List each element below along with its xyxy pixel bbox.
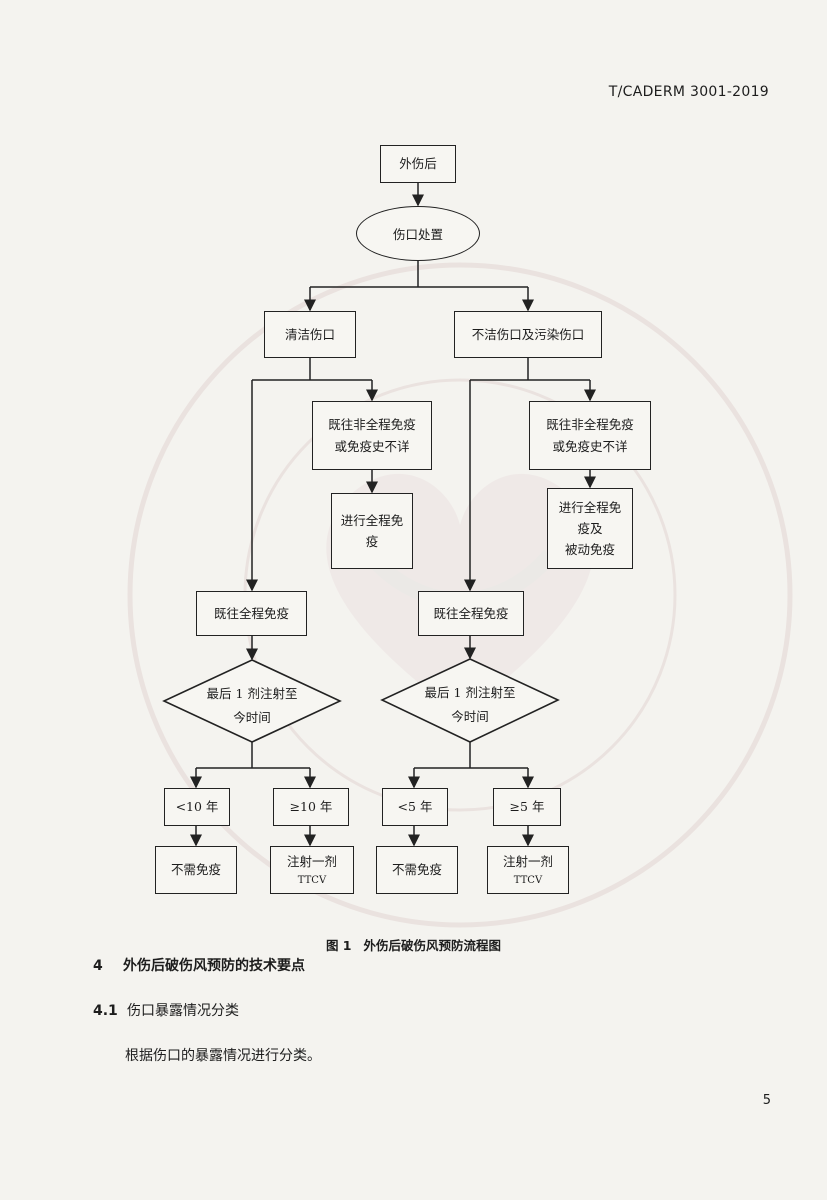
figure-caption: 图 1 外伤后破伤风预防流程图 bbox=[0, 935, 827, 954]
section-4-1-number: 4.1 bbox=[93, 1003, 118, 1019]
right-lt-5-years-node: <5 年 bbox=[382, 788, 448, 826]
figure-title: 外伤后破伤风预防流程图 bbox=[363, 938, 502, 953]
right-decision-diamond bbox=[380, 658, 560, 743]
left-complete-immunization-node: 既往全程免疫 bbox=[196, 591, 307, 636]
right-decision-label: 最后 1 剂注射至 今时间 bbox=[424, 685, 516, 724]
section-4-1-heading: 4.1 伤口暴露情况分类 bbox=[93, 1000, 239, 1020]
left-lt-10-years-node: <10 年 bbox=[164, 788, 230, 826]
section-4-1-title: 伤口暴露情况分类 bbox=[127, 1003, 239, 1019]
left-incomplete-immunization-node: 既往非全程免疫或免疫史不详 bbox=[312, 401, 432, 470]
dirty-wound-node: 不洁伤口及污染伤口 bbox=[454, 311, 602, 358]
wound-treatment-node: 伤口处置 bbox=[356, 206, 480, 261]
left-no-immunization-result: 不需免疫 bbox=[155, 846, 237, 894]
right-incomplete-immunization-node: 既往非全程免疫或免疫史不详 bbox=[529, 401, 651, 470]
start-node: 外伤后 bbox=[380, 145, 456, 183]
section-4-title: 外伤后破伤风预防的技术要点 bbox=[123, 958, 305, 974]
left-full-course-action-node: 进行全程免疫 bbox=[331, 493, 413, 569]
right-complete-immunization-node: 既往全程免疫 bbox=[418, 591, 524, 636]
left-decision-diamond bbox=[162, 659, 342, 743]
left-ge-10-years-node: ≥10 年 bbox=[273, 788, 349, 826]
left-decision-label: 最后 1 剂注射至 今时间 bbox=[206, 686, 298, 725]
standard-code: T/CADERM 3001-2019 bbox=[608, 84, 769, 100]
clean-wound-node: 清洁伤口 bbox=[264, 311, 356, 358]
section-4-heading: 4 外伤后破伤风预防的技术要点 bbox=[93, 955, 305, 975]
right-no-immunization-result: 不需免疫 bbox=[376, 846, 458, 894]
right-ge-5-years-node: ≥5 年 bbox=[493, 788, 561, 826]
figure-label: 图 1 bbox=[325, 938, 352, 953]
page-number: 5 bbox=[762, 1093, 771, 1108]
right-full-course-passive-action-node: 进行全程免疫及被动免疫 bbox=[547, 488, 633, 569]
body-paragraph: 根据伤口的暴露情况进行分类。 bbox=[125, 1048, 321, 1064]
section-4-number: 4 bbox=[93, 958, 103, 974]
